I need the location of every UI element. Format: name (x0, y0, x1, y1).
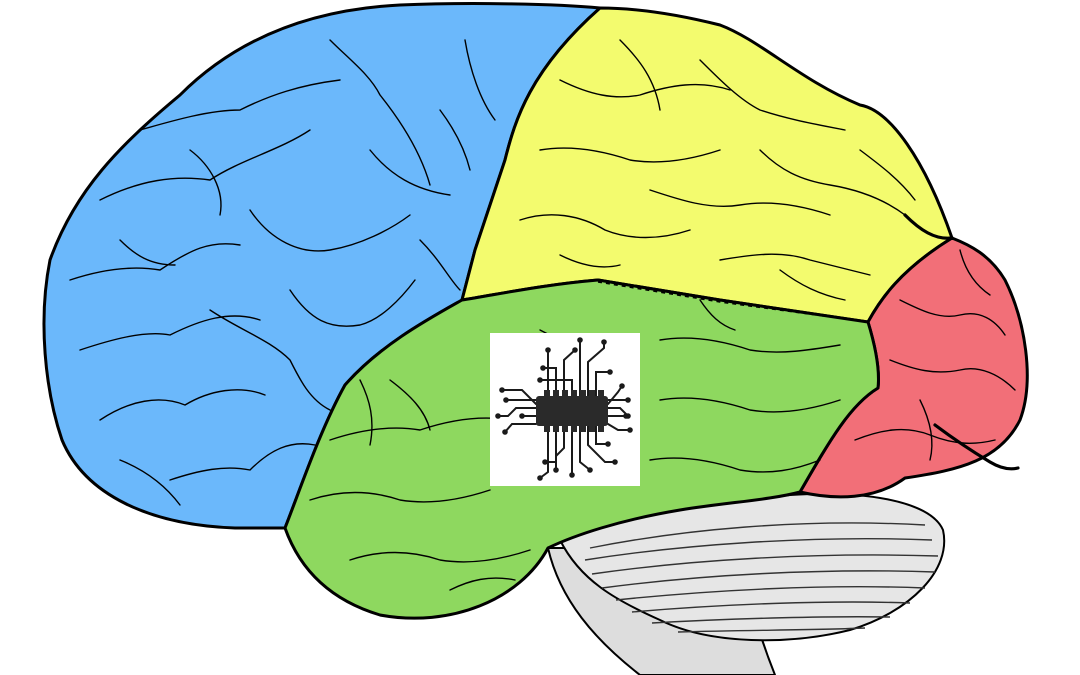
chip-body (536, 396, 608, 426)
chip-pins (495, 337, 633, 481)
frontal-gyri (69, 39, 496, 506)
chip-traces (497, 339, 631, 479)
chip-legs (544, 390, 604, 432)
major-sulci (903, 213, 1020, 471)
parietal-temporal-boundary (597, 281, 869, 323)
cerebellum-folia (584, 522, 939, 633)
occipital-gyri (854, 249, 1016, 461)
parietal-gyri (519, 39, 916, 301)
temporal-gyri (309, 299, 841, 591)
microchip-icon (490, 333, 640, 486)
